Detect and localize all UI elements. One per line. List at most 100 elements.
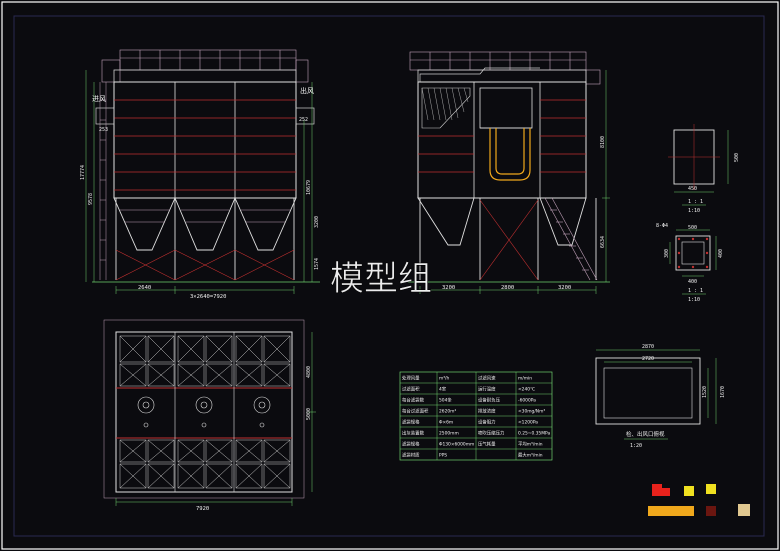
spec-cell: 2620m² <box>439 409 456 415</box>
front-dim-bottom-left: 2640 <box>138 285 151 291</box>
front-inlet-label: 进风 <box>92 95 106 103</box>
detail-hopper: 2870 2720 1520 1670 检、出风口俯视 1:20 <box>595 344 726 449</box>
plan-dimensions <box>115 332 316 506</box>
side-view: 3200 2800 3200 8100 6634 <box>408 51 610 294</box>
outlet-dim-bottom: 450 <box>688 186 697 192</box>
logo-red-square-2 <box>662 488 670 496</box>
front-ribs <box>114 99 296 191</box>
title-block-logo <box>648 484 750 516</box>
spec-cell: 排放浓度 <box>478 408 496 415</box>
spec-cell: 滤袋规格 <box>402 441 420 448</box>
inlet-bolt-holes <box>677 237 709 269</box>
side-dim-bottom-mid: 2800 <box>501 285 514 291</box>
spec-cell: <1200Pa <box>518 420 538 426</box>
spec-cell: 每台滤袋数 <box>402 397 425 404</box>
spec-cell: 504条 <box>439 397 452 404</box>
hopper-scale: 1:20 <box>630 443 642 449</box>
front-view: 进风 出风 2640 3×2640=7920 253 17774 9578 25… <box>80 49 320 300</box>
front-dim-left-mid: 9578 <box>88 193 94 205</box>
front-dim-left-total: 17774 <box>80 165 86 180</box>
spec-cell: 滤袋材质 <box>402 452 420 459</box>
side-stairs <box>544 197 598 281</box>
inlet-scale: 1:10 <box>688 297 700 303</box>
inlet-dim-left: 300 <box>664 249 670 258</box>
spec-cell: <30mg/Nm³ <box>518 409 545 415</box>
side-body <box>417 81 587 199</box>
outlet-dim-side: 500 <box>734 153 740 162</box>
spec-cell: 每台过滤面积 <box>402 408 429 415</box>
spec-cell: m³/h <box>439 376 450 382</box>
spec-cell: 2500mm <box>439 431 459 437</box>
outlet-scale: 1:10 <box>688 208 700 214</box>
plan-outline <box>115 331 293 493</box>
front-dim-left-top: 253 <box>99 127 108 133</box>
detail-inlet: 8-Φ4 500 400 300 400 1 : 1 1:10 <box>656 223 724 303</box>
spec-cell: 最大m³/min <box>518 452 543 459</box>
plan-hopper-circles <box>137 396 271 428</box>
front-ladder <box>99 82 107 280</box>
inlet-dim-top: 500 <box>688 225 697 231</box>
hopper-dim-inner: 2720 <box>642 356 654 362</box>
spec-cell: PPS <box>439 453 447 459</box>
front-legs <box>115 198 295 280</box>
front-dim-bottom-total: 3×2640=7920 <box>190 294 226 300</box>
plan-dim-right-top: 4800 <box>306 366 312 378</box>
front-railing <box>101 49 309 83</box>
front-outlet-label: 出风 <box>300 86 314 95</box>
spec-cell: 喷吹压缩压力 <box>478 430 504 437</box>
hopper-dim-h2: 1670 <box>720 386 726 398</box>
spec-cell: 出灰装置数 <box>402 430 425 437</box>
side-plenum-hatch <box>421 87 469 121</box>
plan-dim-bottom: 7920 <box>196 506 209 512</box>
outlet-caption: 1 : 1 <box>688 199 703 205</box>
plan-filter-cells <box>119 335 291 489</box>
front-dim-right-low: 3200 <box>314 216 320 228</box>
sheet-border-inner <box>13 15 765 537</box>
front-dimensions <box>85 70 313 294</box>
front-cross-braces <box>115 249 295 281</box>
spec-cell: 滤袋规格 <box>402 419 420 426</box>
side-dim-right-top: 8100 <box>600 136 606 148</box>
side-dimensions <box>419 70 610 294</box>
side-hoppers <box>417 197 587 246</box>
spec-cell: 压气耗量 <box>478 441 496 448</box>
logo-orange-bar <box>648 506 694 516</box>
logo-red-square <box>652 484 662 496</box>
plan-view: 7920 4800 5000 <box>103 319 316 512</box>
plan-red-separators <box>116 387 292 439</box>
spec-cell: m/min <box>518 376 532 382</box>
front-dim-right-top: 252 <box>299 117 308 123</box>
spec-cell: 平均m³/min <box>518 441 543 448</box>
spec-cell: 过滤风速 <box>478 375 496 382</box>
inlet-caption: 1 : 1 <box>688 288 703 294</box>
hopper-dim-outer: 2870 <box>642 344 654 350</box>
spec-cell: 设备阻力 <box>478 419 496 426</box>
front-hopper-braces <box>120 209 290 223</box>
spec-cell: 运行温度 <box>478 386 496 393</box>
inlet-dim-right: 400 <box>718 249 724 258</box>
side-legs <box>419 198 597 280</box>
front-body <box>113 81 297 199</box>
logo-dark-square <box>706 506 716 516</box>
side-dim-bottom-left: 3200 <box>442 285 455 291</box>
logo-yellow-square <box>684 486 694 496</box>
spec-cell: Φ×6m <box>439 420 453 426</box>
front-hoppers <box>113 197 297 251</box>
side-cross-braces <box>479 199 539 281</box>
front-dim-right-bottom: 1574 <box>314 258 320 270</box>
logo-tan-square <box>738 504 750 516</box>
side-dim-right-bottom: 6634 <box>600 236 606 248</box>
logo-yellow-square-2 <box>706 484 716 494</box>
front-dim-right-mid: 10679 <box>306 180 312 195</box>
inlet-dim-bottom: 400 <box>688 279 697 285</box>
hopper-caption: 检、出风口俯视 <box>626 430 665 438</box>
spec-cell: Φ130×6000mm <box>439 442 474 448</box>
spec-cell: 0.25~0.35MPa <box>518 431 550 437</box>
hopper-dim-h1: 1520 <box>702 386 708 398</box>
side-ribs <box>418 99 586 173</box>
side-dim-bottom-right: 3200 <box>558 285 571 291</box>
